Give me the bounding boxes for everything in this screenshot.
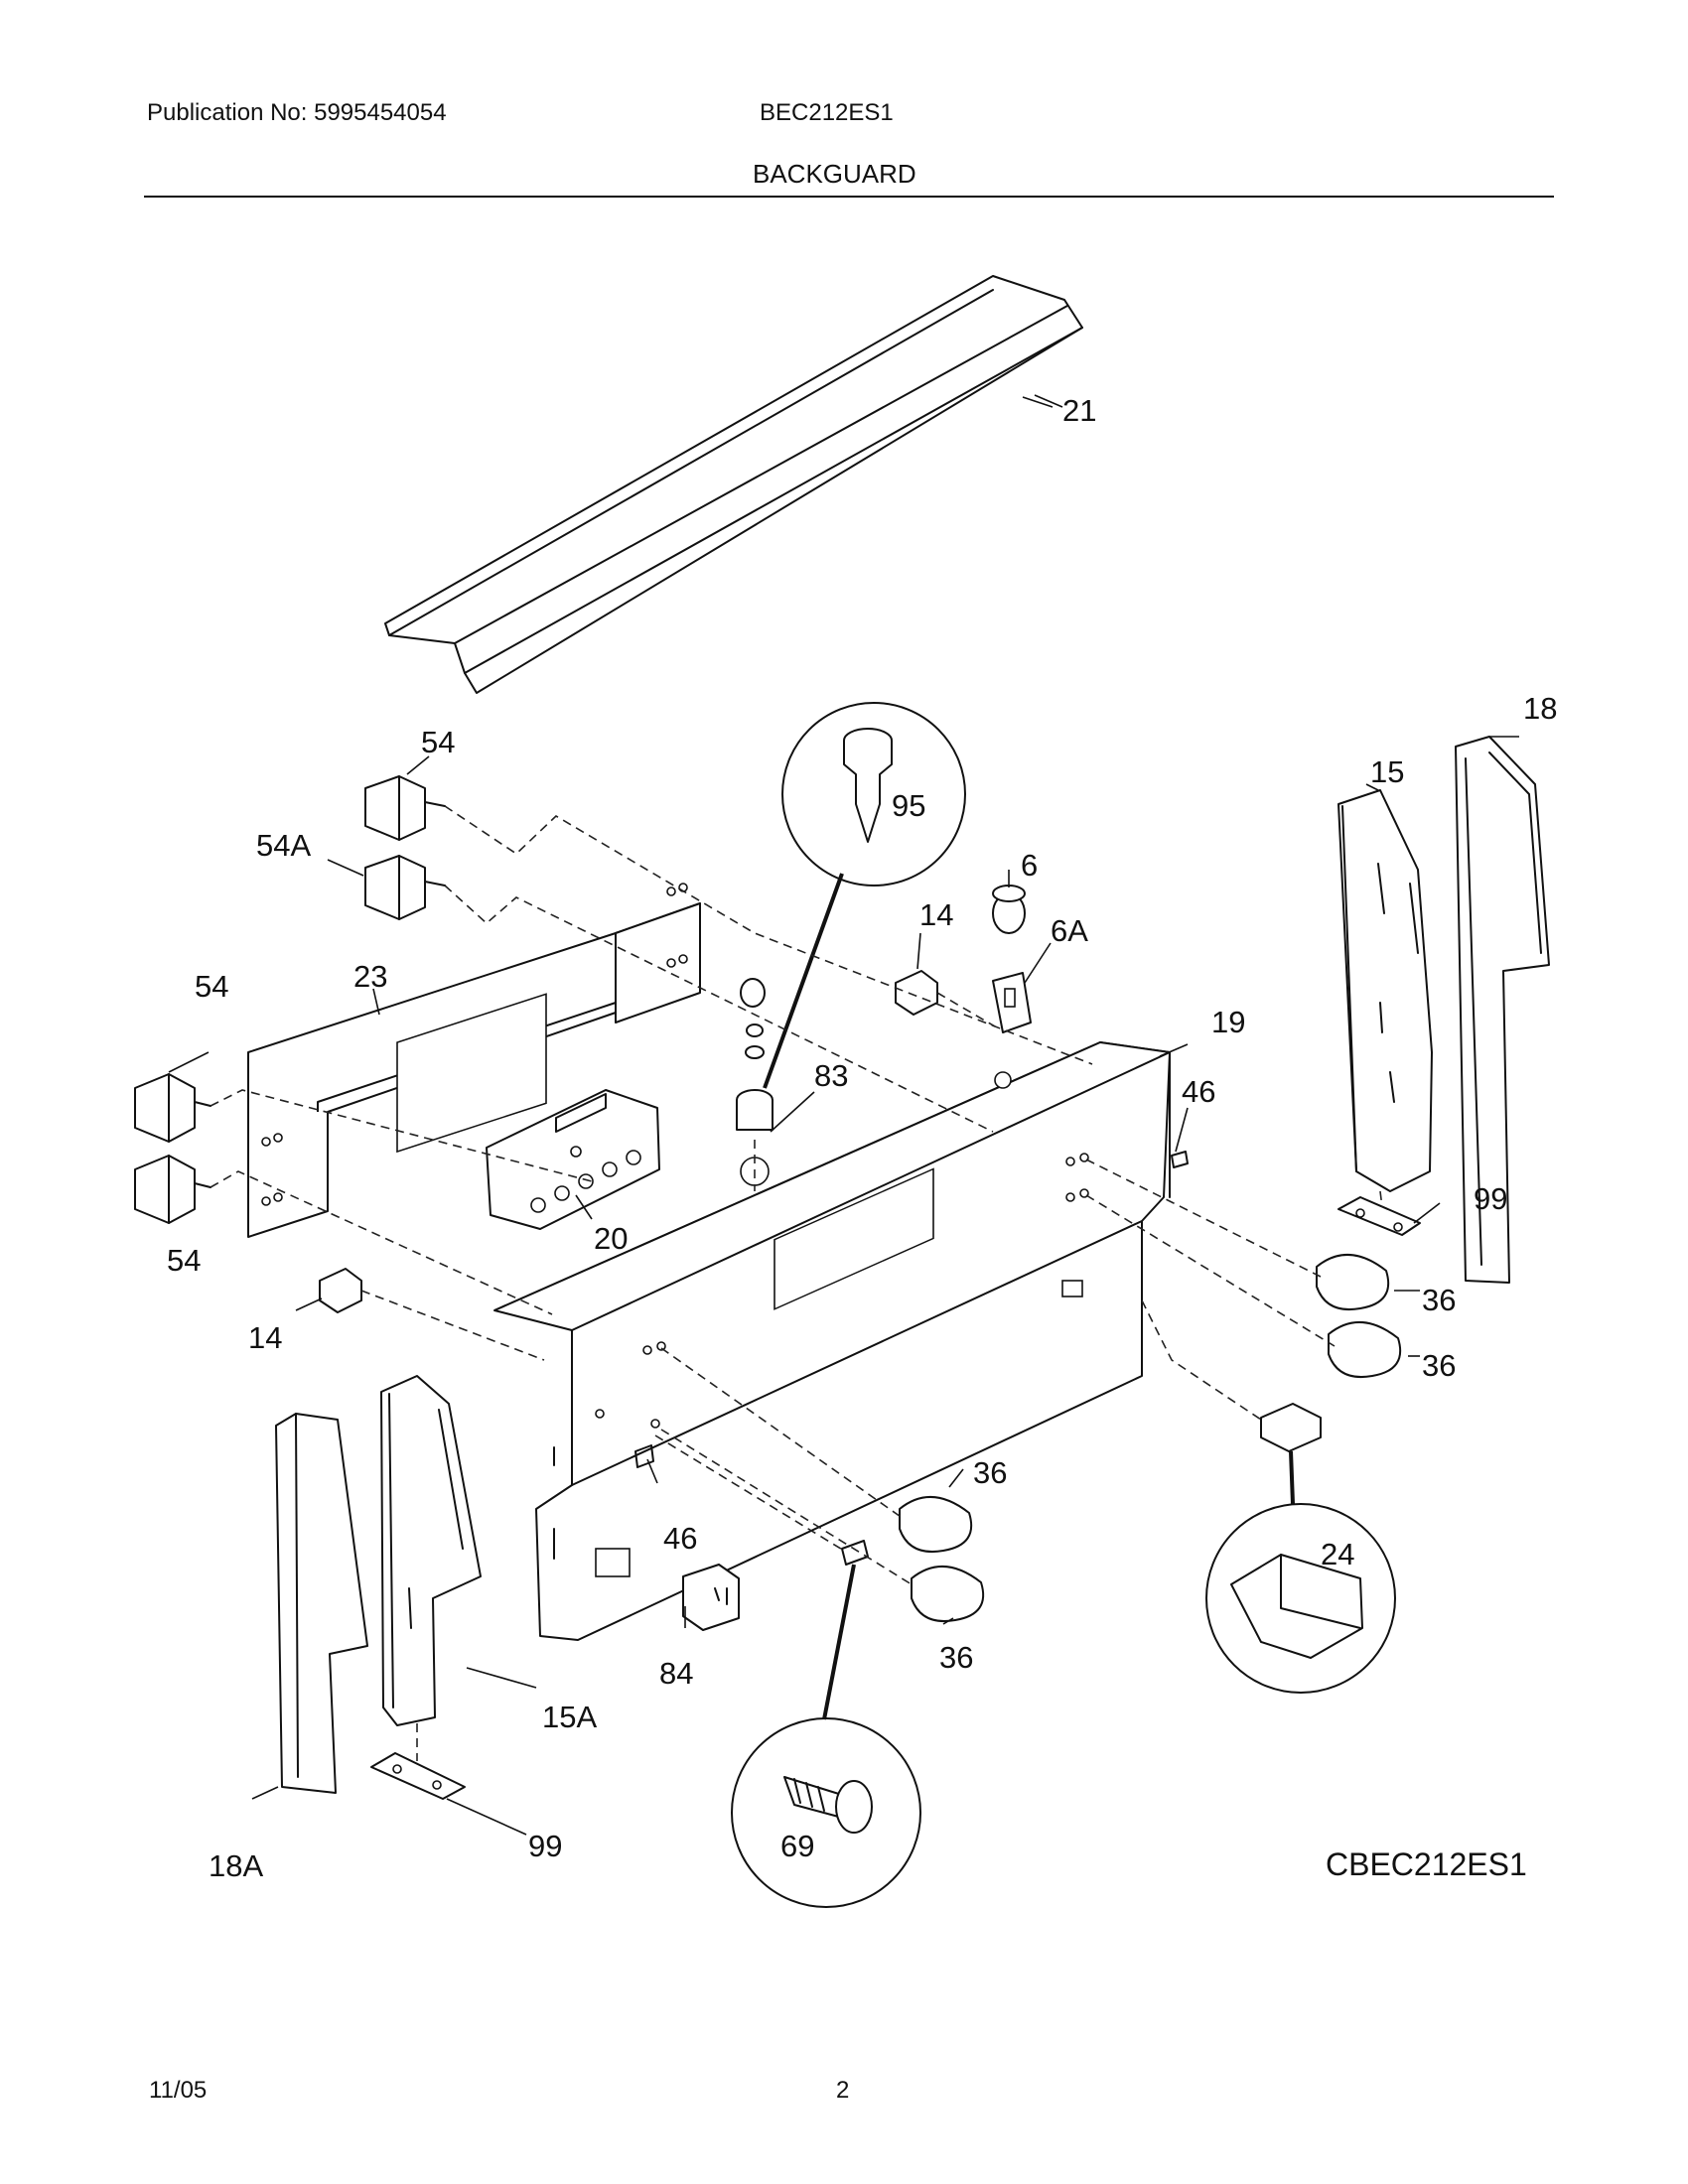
part-54-switch-bottom: [134, 1155, 211, 1224]
part-15a-side-bracket-left: [380, 1375, 482, 1726]
callout-54-bottom: 54: [167, 1243, 201, 1278]
publication-number: Publication No: 5995454054: [147, 99, 447, 126]
section-title: BACKGUARD: [753, 159, 916, 189]
part-46-screw-right: [1171, 1151, 1189, 1168]
part-18a-end-cap-left: [275, 1413, 368, 1794]
callout-18: 18: [1523, 691, 1557, 726]
part-14-terminal-top: [895, 970, 938, 1016]
callout-36-mid-2: 36: [939, 1640, 973, 1675]
callout-46-right: 46: [1182, 1074, 1215, 1109]
part-24-detail-circle: [1205, 1450, 1396, 1694]
leader-lines: [168, 394, 1519, 1836]
part-36-knob-mid-2: [911, 1566, 985, 1622]
part-69-detail-circle: [731, 1564, 921, 1908]
callout-14-top: 14: [919, 897, 953, 932]
callout-23: 23: [353, 959, 387, 994]
part-14-terminal-left: [319, 1268, 362, 1313]
diagram-code: CBEC212ES1: [1326, 1846, 1527, 1882]
part-99-bracket-right: [1337, 1196, 1421, 1236]
callout-15a: 15A: [542, 1700, 597, 1734]
callout-20: 20: [594, 1221, 628, 1256]
callout-21: 21: [1062, 393, 1096, 428]
part-6-lamp: [992, 885, 1026, 934]
part-95-detail-circle: [763, 702, 966, 1089]
part-6a-lamp-socket: [992, 972, 1032, 1033]
part-15-side-bracket-right: [1337, 789, 1433, 1192]
callout-labels: 21 18 15 54 54A 95 6 6A 14 19 54 23 83 4…: [167, 393, 1557, 1883]
callout-99-left: 99: [528, 1829, 562, 1863]
part-21-top-trim: [384, 275, 1083, 694]
callout-36-right-2: 36: [1422, 1348, 1456, 1383]
part-83-grommet: [736, 978, 774, 1131]
part-36-knob-right-2: [1328, 1321, 1402, 1378]
callout-36-right-1: 36: [1422, 1283, 1456, 1317]
callout-14-left: 14: [248, 1320, 282, 1355]
part-84-outlet: [682, 1564, 740, 1631]
part-54a-switch: [364, 855, 446, 920]
part-23-control-panel: [247, 883, 701, 1238]
part-99-bracket-left: [370, 1752, 466, 1800]
callout-15: 15: [1370, 754, 1404, 789]
part-46-screw-mid: [634, 1444, 654, 1468]
part-36-knob-mid-1: [899, 1496, 973, 1553]
callout-54-left: 54: [195, 969, 228, 1004]
callout-95: 95: [892, 788, 925, 823]
callout-18a: 18A: [209, 1848, 263, 1883]
header-rule: [144, 196, 1554, 198]
part-36-knob-right-1: [1316, 1254, 1390, 1310]
part-19-backguard-panel: [493, 1041, 1171, 1641]
page-number: 2: [836, 2077, 850, 2104]
callout-69: 69: [780, 1829, 814, 1863]
part-24-rocker-switch: [1260, 1403, 1322, 1452]
assembly-lines: [210, 805, 1383, 1761]
callout-84: 84: [659, 1656, 693, 1691]
callout-19: 19: [1211, 1005, 1245, 1039]
callout-6a: 6A: [1051, 913, 1088, 948]
publication-date: 11/05: [149, 2077, 208, 2104]
part-54-switch-left: [134, 1073, 211, 1143]
callout-24: 24: [1321, 1537, 1354, 1571]
callout-36-mid-1: 36: [973, 1455, 1007, 1490]
model-number: BEC212ES1: [760, 99, 894, 126]
callout-46-mid: 46: [663, 1521, 697, 1556]
callout-6: 6: [1021, 848, 1038, 883]
part-20-electronic-control: [486, 1089, 660, 1230]
callout-54a: 54A: [256, 828, 311, 863]
callout-54-top: 54: [421, 725, 455, 759]
part-18-end-cap-right: [1455, 736, 1550, 1284]
callout-83: 83: [814, 1058, 848, 1093]
callout-99-right: 99: [1474, 1181, 1507, 1216]
part-54-switch-top: [364, 775, 446, 841]
